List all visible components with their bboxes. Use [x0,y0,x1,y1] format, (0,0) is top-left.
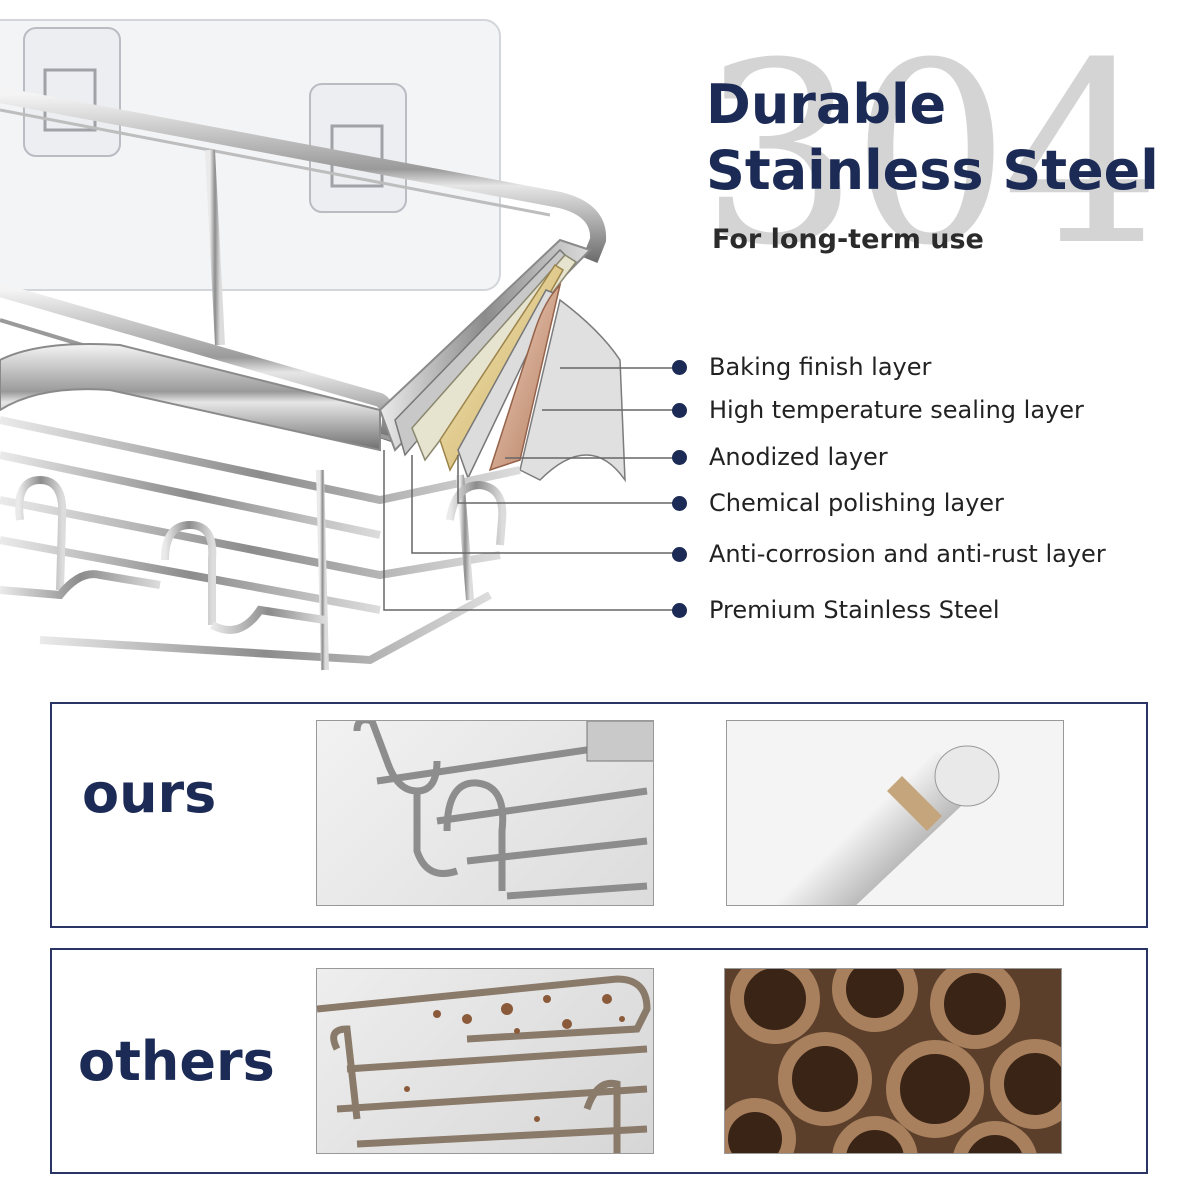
wire-basket [0,416,521,671]
bullet-dot-icon [672,495,687,511]
others-pipes-thumb [724,968,1062,1154]
rusty-pipes-image [725,969,1061,1153]
others-basket-thumb [316,968,654,1154]
caddy-illustration [0,19,680,671]
clean-rod-image [773,745,1000,905]
bullet-dot-icon [672,602,687,618]
big-number-304: 304 [700,9,1161,300]
others-label: others [78,1030,275,1093]
adhesive-backplate [0,19,501,291]
ours-panel: ours [50,702,1148,928]
layer-item: Anodized layer [672,442,888,472]
title-line-2: Stainless Steel [706,139,1159,202]
ours-basket-thumb [316,720,654,906]
caddy-top-rail [0,87,607,443]
hero-title: Durable Stainless Steel [706,72,1159,204]
title-line-1: Durable [706,73,947,136]
layer-strips [394,248,626,483]
layer-item: Anti-corrosion and anti-rust layer [672,539,1106,569]
layer-label: Premium Stainless Steel [709,596,1000,624]
layer-label: High temperature sealing layer [709,396,1084,424]
callout-lines [383,367,680,611]
layer-item: Chemical polishing layer [672,488,1004,518]
others-panel: others [50,948,1148,1174]
bullet-dot-icon [672,359,687,375]
layer-label: Baking finish layer [709,353,932,381]
bullet-dot-icon [672,546,687,562]
rusty-basket-image [317,975,651,1153]
layer-item: Baking finish layer [672,352,931,382]
bullet-dot-icon [672,402,687,418]
bullet-dot-icon [672,449,687,465]
hero-subtitle: For long-term use [712,224,984,255]
clean-basket-image [353,721,653,900]
layer-label: Anti-corrosion and anti-rust layer [709,540,1106,568]
layer-label: Anodized layer [709,443,888,471]
ours-rod-thumb [726,720,1064,906]
layer-item: Premium Stainless Steel [672,595,1000,625]
layer-item: High temperature sealing layer [672,395,1084,425]
layer-label: Chemical polishing layer [709,489,1004,517]
ours-label: ours [82,762,217,825]
